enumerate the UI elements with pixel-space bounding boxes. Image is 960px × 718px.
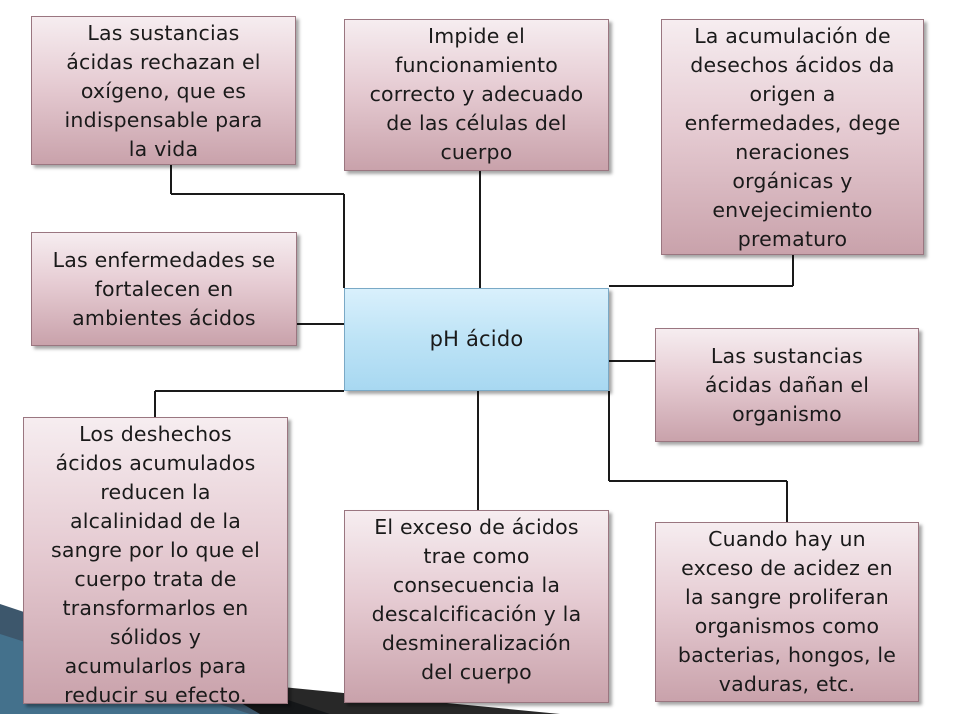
node-label: El exceso de ácidos trae como consecuenc…	[371, 515, 582, 684]
node-desechos: La acumulación de desechos ácidos da ori…	[661, 19, 924, 255]
node-funcionamiento: Impide el funcionamiento correcto y adec…	[344, 19, 609, 171]
node-label: Las sustancias ácidas dañan el organismo	[704, 343, 870, 426]
node-label: Cuando hay un exceso de acidez en la san…	[677, 527, 897, 696]
node-danan: Las sustancias ácidas dañan el organismo	[655, 328, 919, 442]
center-node: pH ácido	[344, 288, 609, 391]
node-alcalinidad: Los deshechos ácidos acumulados reducen …	[23, 417, 288, 707]
node-organismos: Cuando hay un exceso de acidez en la san…	[655, 522, 919, 702]
node-oxigeno: Las sustancias ácidas rechazan el oxígen…	[31, 16, 296, 165]
center-node-label: pH ácido	[429, 327, 524, 351]
node-label: Las enfermedades se fortalecen en ambien…	[52, 247, 276, 330]
node-enfermedades: Las enfermedades se fortalecen en ambien…	[31, 232, 297, 346]
node-label: La acumulación de desechos ácidos da ori…	[684, 24, 901, 251]
node-label: Las sustancias ácidas rechazan el oxígen…	[64, 21, 263, 161]
node-label: Impide el funcionamiento correcto y adec…	[369, 24, 584, 164]
node-descalcificacion: El exceso de ácidos trae como consecuenc…	[344, 510, 609, 703]
node-label: Los deshechos ácidos acumulados reducen …	[50, 422, 261, 707]
